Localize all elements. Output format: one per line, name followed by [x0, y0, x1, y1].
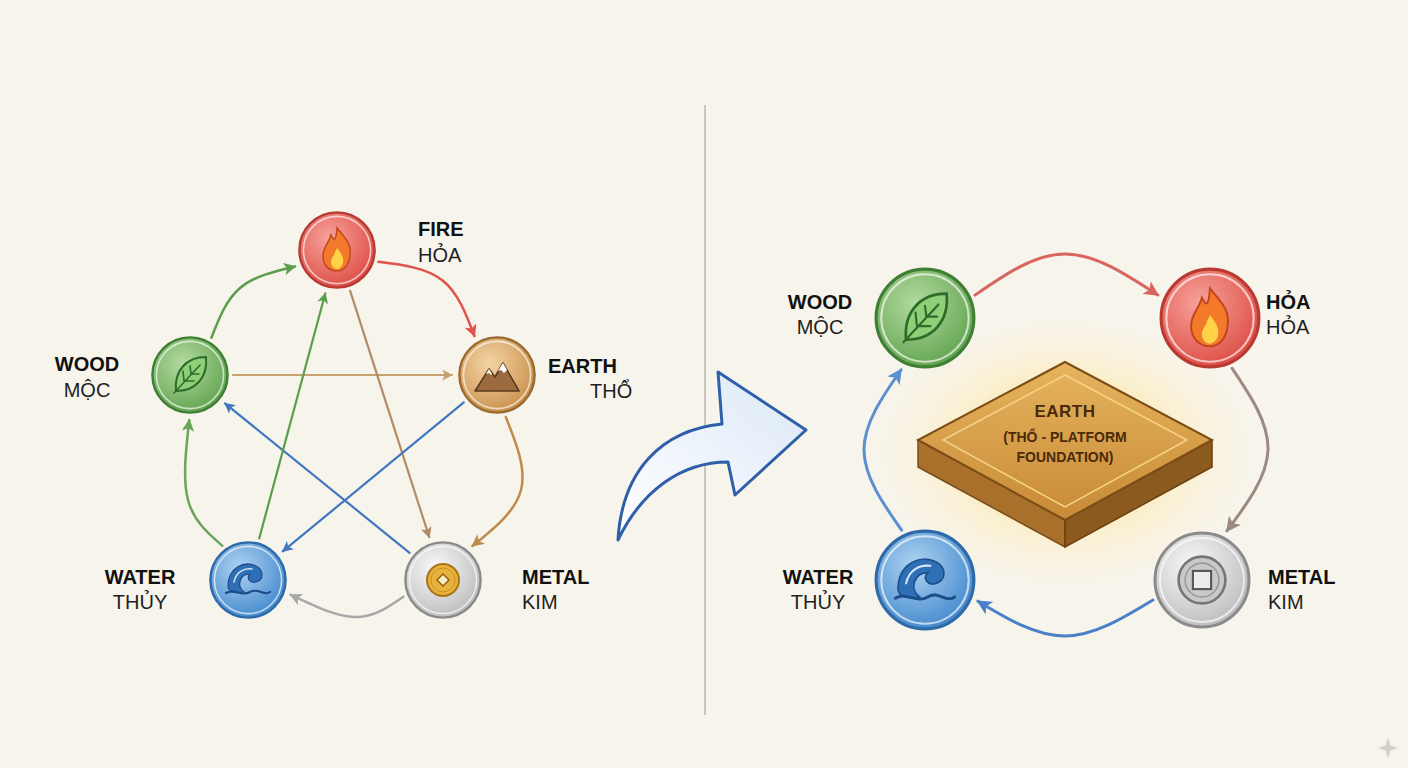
slab-top [918, 362, 1212, 520]
element-name: EARTH [548, 354, 617, 378]
cycle-arrow [283, 402, 464, 551]
circle-ring [1160, 538, 1244, 622]
cycle-arrow [185, 420, 222, 546]
cycle-arrow [233, 374, 452, 376]
element-circle: EARTHTHỔ [457, 335, 537, 415]
circle-outline [150, 335, 230, 415]
circle-fill [152, 337, 227, 412]
circle-ring [409, 546, 476, 613]
flame-icon [323, 228, 350, 271]
circle-fill [405, 542, 480, 617]
cycle-arrow [472, 417, 522, 546]
element-circle: METALKIM [403, 540, 483, 620]
circle-ring [214, 546, 281, 613]
element-subname: HỎA [1266, 315, 1309, 339]
wave-icon [226, 564, 270, 594]
element-subname: MỘC [797, 315, 844, 339]
cycle-arrow [211, 266, 295, 337]
element-circle: WOODMỘC [873, 266, 977, 370]
coin-icon [1179, 557, 1226, 604]
circle-fill [1161, 269, 1259, 367]
element-name: FIRE [418, 217, 464, 241]
circle-fill [459, 337, 534, 412]
cycle-arrow [864, 370, 902, 530]
circle-fill [876, 531, 974, 629]
element-name: WATER [105, 565, 176, 589]
cycle-arrow [975, 254, 1158, 295]
cycle-arrow [1227, 368, 1268, 531]
circle-outline [403, 540, 483, 620]
mountain-icon [475, 363, 519, 391]
circle-outline [1152, 530, 1252, 630]
element-subname: THỦY [791, 590, 845, 614]
element-subname: KIM [1268, 590, 1304, 614]
circle-ring [881, 274, 968, 361]
leaf-icon [174, 357, 206, 393]
element-name: WOOD [55, 352, 119, 376]
sparkle-mark [1378, 738, 1398, 758]
element-name: WATER [783, 565, 854, 589]
element-name: WOOD [788, 290, 852, 314]
circle-ring [1166, 274, 1253, 361]
circle-fill [1155, 533, 1249, 627]
cycle-arrow [225, 403, 410, 553]
cycle-arrow [978, 600, 1153, 636]
flame-icon [1191, 288, 1228, 346]
element-subname: HỎA [418, 243, 461, 267]
element-circle: FIREHỎA [297, 210, 377, 290]
circle-fill [210, 542, 285, 617]
element-circle: WATERTHỦY [208, 540, 288, 620]
slab-inlay [943, 375, 1187, 507]
element-name: HỎA [1266, 290, 1310, 314]
platform-slab: EARTH (THỔ - PLATFORM FOUNDATION) [915, 355, 1215, 555]
circle-outline [873, 528, 977, 632]
cycle-arrow [259, 293, 325, 538]
element-circle: WATERTHỦY [873, 528, 977, 632]
circle-ring [303, 216, 370, 283]
element-name: EARTH [1034, 400, 1095, 424]
cycle-arrow [291, 595, 404, 617]
element-name: METAL [522, 565, 589, 589]
circle-outline [457, 335, 537, 415]
circle-fill [299, 212, 374, 287]
element-subname: THỦY [113, 590, 167, 614]
element-name: METAL [1268, 565, 1335, 589]
circle-outline [873, 266, 977, 370]
element-subname: THỔ [590, 379, 632, 403]
coin-icon [427, 564, 459, 596]
element-subname: MỘC [64, 378, 111, 402]
circle-outline [297, 210, 377, 290]
circle-outline [208, 540, 288, 620]
panel-divider [704, 105, 706, 715]
circle-ring [156, 341, 223, 408]
cycle-arrow [378, 262, 474, 336]
element-subname: (THỔ - PLATFORM FOUNDATION) [975, 427, 1155, 467]
wave-icon [895, 559, 954, 599]
element-circle: WOODMỘC [150, 335, 230, 415]
leaf-icon [903, 294, 946, 343]
circle-outline [1158, 266, 1262, 370]
transition-arrow [618, 372, 806, 540]
element-subname: KIM [522, 590, 558, 614]
circle-ring [463, 341, 530, 408]
element-circle: METALKIM [1152, 530, 1252, 630]
element-circle: HỎAHỎA [1158, 266, 1262, 370]
circle-fill [876, 269, 974, 367]
circle-ring [881, 536, 968, 623]
cycle-arrow [350, 291, 429, 537]
